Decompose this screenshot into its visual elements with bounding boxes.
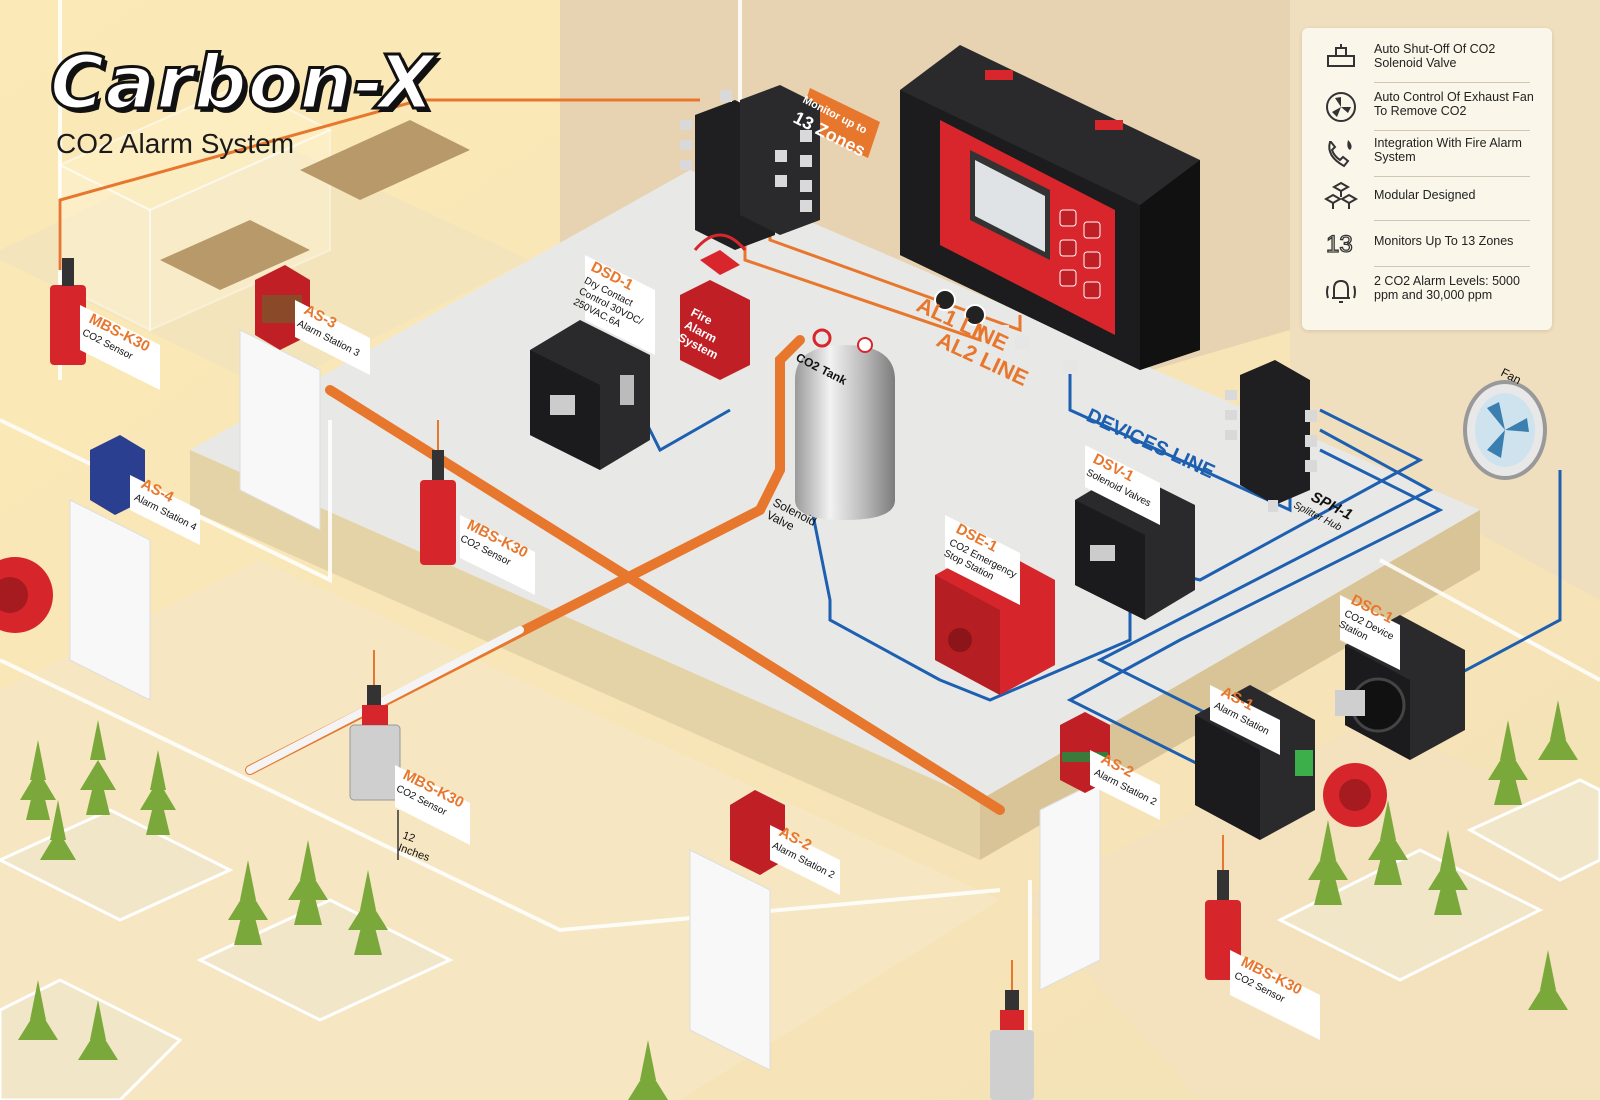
feature-item-modular: Modular Designed — [1302, 174, 1552, 221]
mbs-sensor-2 — [420, 420, 456, 565]
inches-value: 12 — [401, 830, 417, 845]
feature-item-zones: 13 Monitors Up To 13 Zones — [1302, 220, 1552, 267]
pvc-pipe-segment — [246, 626, 524, 774]
feature-divider — [1374, 82, 1530, 83]
feature-item-fire: Integration With Fire Alarm System — [1302, 130, 1552, 177]
floor-edge-left — [190, 450, 980, 860]
label-cards — [80, 255, 1400, 1040]
co2-tank — [795, 328, 895, 520]
feature-divider — [1374, 130, 1530, 131]
feature-text: Integration With Fire Alarm System — [1374, 136, 1522, 164]
feature-item-alarm-levels: 2 CO2 Alarm Levels: 5000 ppm and 30,000 … — [1302, 268, 1552, 314]
feature-item-fan: Auto Control Of Exhaust Fan To Remove CO… — [1302, 84, 1552, 131]
splitter-hub — [1225, 360, 1317, 512]
plants — [18, 700, 1578, 1100]
zone-junction-boxes — [680, 85, 820, 250]
features-panel: Auto Shut-Off Of CO2 Solenoid Valve Auto… — [1302, 28, 1552, 330]
feature-text: Monitors Up To 13 Zones — [1374, 234, 1514, 248]
dsd-relay-box — [530, 320, 650, 470]
bell-alarm-icon — [1326, 279, 1356, 303]
main-control-panel — [900, 45, 1200, 374]
feature-text: Auto Control Of Exhaust Fan To Remove CO… — [1374, 90, 1534, 118]
feature-divider — [1374, 176, 1530, 177]
feature-text: Auto Shut-Off Of CO2 Solenoid Valve — [1374, 42, 1496, 70]
feature-divider — [1374, 220, 1530, 221]
feature-text: Modular Designed — [1374, 188, 1476, 202]
mbs-sensor-3 — [349, 650, 401, 801]
feature-text: 2 CO2 Alarm Levels: 5000 ppm and 30,000 … — [1374, 274, 1520, 302]
mbs-sensor-5 — [990, 960, 1034, 1100]
mbs-sensor-1 — [50, 258, 86, 365]
product-title: Carbon-X — [49, 39, 437, 128]
left-edge-alarm-horn — [0, 557, 53, 633]
dse-emergency-stop — [935, 545, 1055, 695]
doors — [69, 329, 1101, 1071]
fire-alarm-box — [680, 233, 750, 380]
exhaust-fan-icon — [1326, 92, 1356, 122]
feature-item-valve: Auto Shut-Off Of CO2 Solenoid Valve — [1302, 36, 1552, 83]
svg-text:13: 13 — [1326, 231, 1353, 258]
valve-icon — [1327, 44, 1355, 67]
feature-divider — [1374, 266, 1530, 267]
exhaust-fan — [1463, 380, 1547, 480]
modules-icon — [1324, 181, 1358, 209]
dsv-valve-box — [1075, 470, 1195, 620]
phone-fire-icon — [1328, 140, 1352, 168]
thirteen-zones-icon: 13 — [1325, 230, 1353, 258]
product-subtitle: CO2 Alarm System — [56, 128, 295, 159]
